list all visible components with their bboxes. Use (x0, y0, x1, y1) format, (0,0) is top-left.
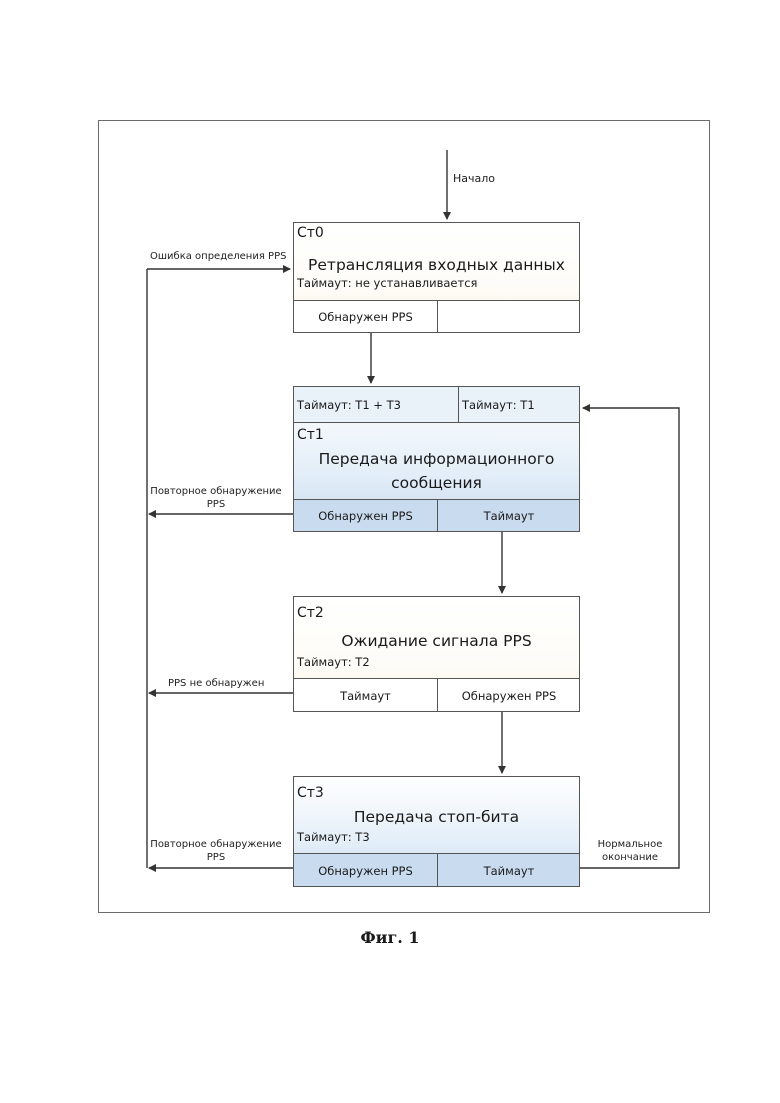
st1-timeout-cell: Таймаут (437, 499, 580, 532)
label-line: Повторное обнаружение (150, 485, 282, 498)
state-st2: Ст2 Ожидание сигнала PPS Таймаут: T2 Тай… (293, 596, 580, 712)
st3-pps-detected-cell: Обнаружен PPS (293, 853, 438, 887)
state-id: Ст2 (297, 605, 324, 621)
repeat-detection-label-2: Повторное обнаружение PPS (150, 838, 282, 864)
state-title: Ожидание сигнала PPS (294, 629, 579, 653)
st1-timeout-t1-t3: Таймаут: T1 + T3 (293, 386, 459, 423)
state-id: Ст0 (297, 225, 324, 241)
start-label: Начало (453, 172, 495, 185)
st2-pps-detected-cell: Обнаружен PPS (437, 678, 580, 712)
st1-timeout-t1: Таймаут: T1 (458, 386, 580, 423)
state-id: Ст3 (297, 785, 324, 801)
pps-not-found-label: PPS не обнаружен (168, 677, 264, 690)
state-title-line1: Передача информационного (294, 447, 579, 471)
state-title: Ретрансляция входных данных (294, 253, 579, 277)
label-line: окончание (590, 851, 670, 864)
pps-error-label: Ошибка определения PPS (150, 250, 286, 263)
st2-timeout-cell: Таймаут (293, 678, 438, 712)
label-line: Нормальное (590, 838, 670, 851)
label-line: PPS (150, 498, 282, 511)
state-timeout: Таймаут: T3 (297, 830, 370, 844)
label-line: PPS (150, 851, 282, 864)
st1-pps-detected-cell: Обнаружен PPS (293, 499, 438, 532)
st0-empty-cell (437, 300, 580, 333)
state-st1: Таймаут: T1 + T3 Таймаут: T1 Ст1 Передач… (293, 386, 580, 532)
st3-timeout-cell: Таймаут (437, 853, 580, 887)
state-id: Ст1 (297, 427, 324, 443)
normal-end-label: Нормальное окончание (590, 838, 670, 864)
state-title: Передача стоп-бита (294, 805, 579, 829)
state-title-line2: сообщения (294, 471, 579, 495)
arrow-normal-end (580, 408, 679, 868)
state-timeout: Таймаут: T2 (297, 655, 370, 669)
repeat-detection-label-1: Повторное обнаружение PPS (150, 485, 282, 511)
state-st0: Ст0 Ретрансляция входных данных Таймаут:… (293, 222, 580, 333)
state-timeout: Таймаут: не устанавливается (297, 276, 477, 290)
label-line: Повторное обнаружение (150, 838, 282, 851)
state-st3: Ст3 Передача стоп-бита Таймаут: T3 Обнар… (293, 776, 580, 887)
st0-pps-detected-cell: Обнаружен PPS (293, 300, 438, 333)
figure-caption: Фиг. 1 (0, 928, 780, 947)
